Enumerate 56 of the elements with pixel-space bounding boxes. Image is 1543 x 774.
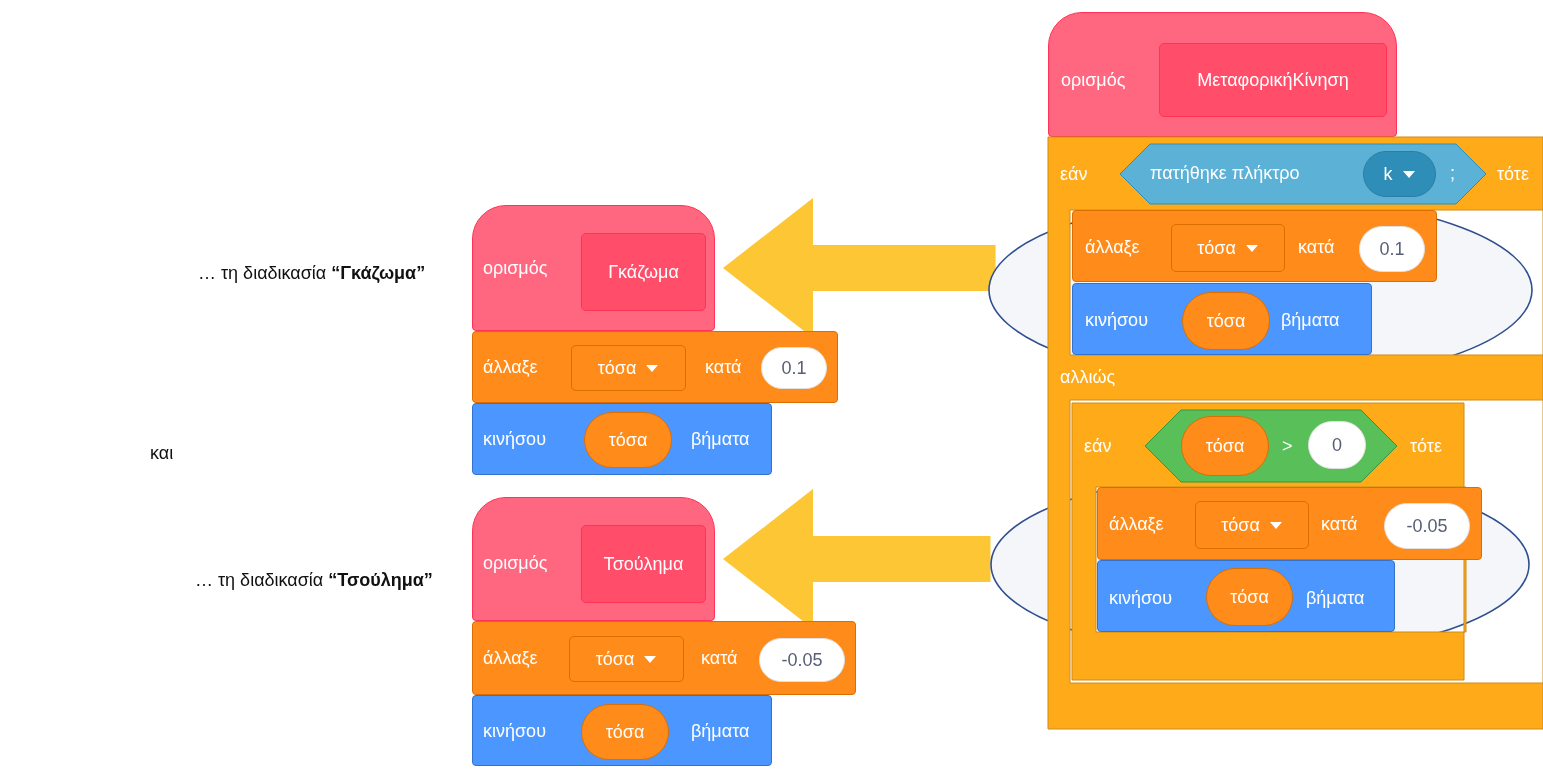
block-label: κατά [1321, 514, 1358, 536]
change-variable-block [1097, 487, 1482, 560]
variable-dropdown: τόσα [1171, 224, 1285, 272]
block-label: εάν [1084, 436, 1112, 458]
custom-block-name: Τσούλημα [581, 525, 706, 603]
caption-text: … τη διαδικασία “Τσούλημα” [195, 569, 433, 591]
block-label: βήματα [1281, 310, 1340, 332]
number-input: 0.1 [1359, 226, 1425, 272]
block-label: ; [1450, 163, 1455, 185]
block-label: πατήθηκε πλήκτρο [1150, 163, 1300, 185]
block-label: ορισμός [483, 553, 548, 575]
block-label: βήματα [691, 429, 750, 451]
block-label: τότε [1410, 436, 1442, 458]
block-label: κινήσου [1109, 588, 1172, 610]
block-label: βήματα [691, 721, 750, 743]
custom-block-name: ΜεταφορικήΚίνηση [1159, 43, 1387, 117]
block-label: κατά [1298, 237, 1335, 259]
move-steps-block [472, 695, 772, 766]
change-variable-block [472, 621, 856, 695]
block-label: βήματα [1306, 588, 1365, 610]
block-label: κινήσου [1085, 310, 1148, 332]
block-label: άλλαξε [1085, 237, 1140, 259]
block-label: ορισμός [483, 258, 548, 280]
move-steps-block [472, 403, 772, 475]
custom-block-name: Γκάζωμα [581, 233, 706, 311]
define-hat-block [472, 205, 715, 331]
block-label: εάν [1060, 164, 1088, 186]
block-label: αλλιώς [1060, 367, 1116, 389]
block-label: ορισμός [1061, 70, 1126, 92]
define-hat-block [472, 497, 715, 621]
block-label: άλλαξε [483, 357, 538, 379]
block-label: άλλαξε [483, 648, 538, 670]
variable-reporter: τόσα [1206, 568, 1293, 626]
block-label: τότε [1497, 164, 1529, 186]
variable-dropdown: τόσα [569, 636, 684, 682]
number-input: -0.05 [1384, 503, 1470, 549]
block-label: > [1282, 436, 1293, 458]
caption-text: … τη διαδικασία “Γκάζωμα” [198, 262, 426, 284]
greater-than-block [1145, 410, 1397, 482]
number-input: 0.1 [761, 347, 827, 389]
variable-reporter: τόσα [581, 704, 669, 760]
variable-reporter: τόσα [584, 412, 672, 468]
block-label: κατά [705, 357, 742, 379]
number-input: -0.05 [759, 638, 845, 682]
block-label: άλλαξε [1109, 514, 1164, 536]
key-pressed-block [1120, 144, 1486, 204]
block-label: κινήσου [483, 721, 546, 743]
variable-dropdown: τόσα [1195, 501, 1309, 549]
move-steps-block [1097, 560, 1395, 632]
define-hat-block [1048, 12, 1397, 137]
variable-dropdown: τόσα [571, 345, 686, 391]
caption-text: και [150, 442, 174, 464]
change-variable-block [472, 331, 838, 403]
block-label: κατά [701, 648, 738, 670]
block-label: κινήσου [483, 429, 546, 451]
variable-reporter: τόσα [1182, 292, 1270, 350]
